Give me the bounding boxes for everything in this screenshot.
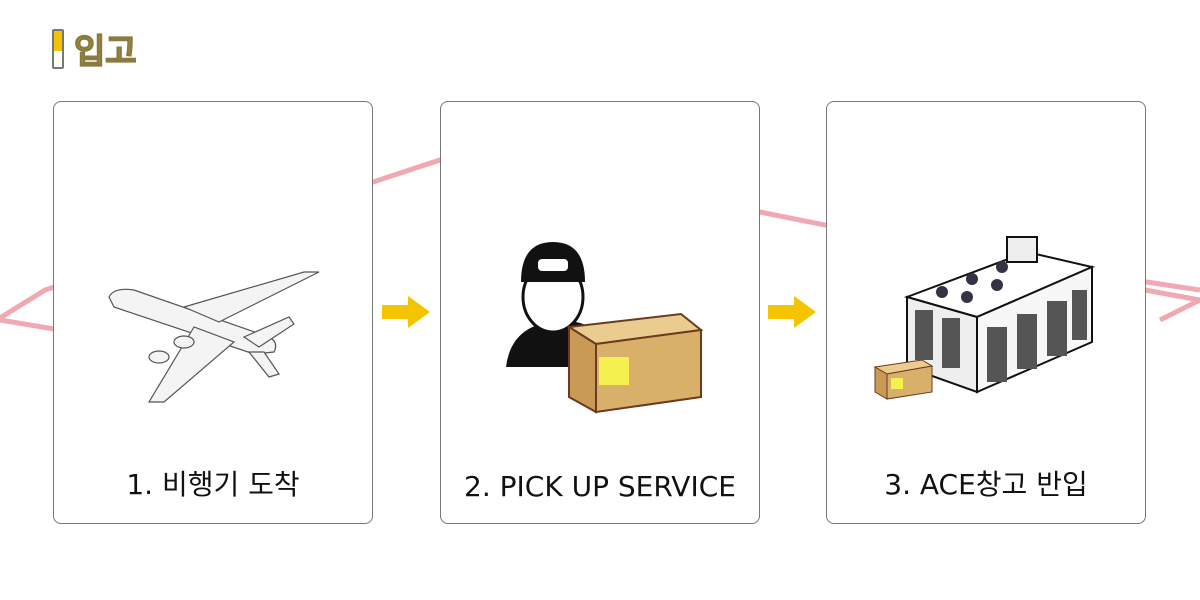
- delivery-worker-icon: [506, 242, 704, 414]
- arrow-right-icon: [768, 296, 816, 328]
- arrow-right-icon: [382, 296, 430, 328]
- step-label: 1. 비행기 도착: [126, 468, 300, 501]
- step-card-ace-warehouse: 3. ACE창고 반입: [826, 101, 1146, 524]
- section-title: 입고: [52, 24, 137, 73]
- step-label: 3. ACE창고 반입: [884, 468, 1088, 501]
- step-card-airplane-arrival: 1. 비행기 도착: [53, 101, 373, 524]
- step-card-pickup-service: 2. PICK UP SERVICE: [440, 101, 760, 524]
- warehouse-icon: [873, 236, 1096, 400]
- title-bar-icon: [52, 28, 64, 69]
- airplane-icon: [108, 271, 320, 403]
- step-label: 2. PICK UP SERVICE: [464, 470, 736, 503]
